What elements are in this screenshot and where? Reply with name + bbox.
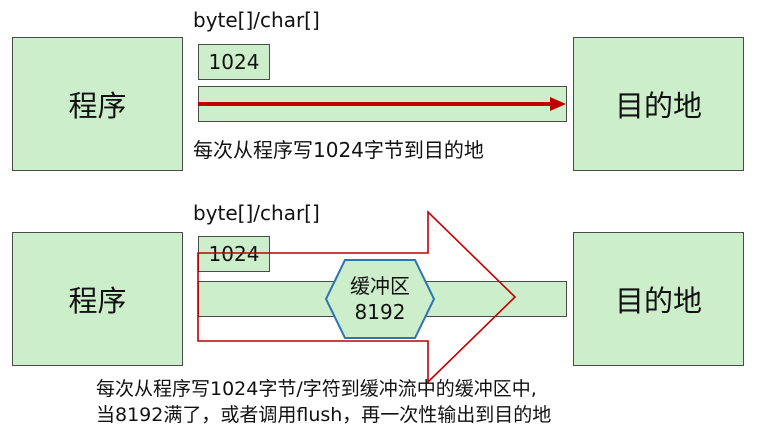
top-destination-box: 目的地 [573, 37, 744, 171]
top-caption: 每次从程序写1024字节到目的地 [193, 138, 484, 162]
bottom-program-label: 程序 [68, 284, 127, 318]
top-chunk-box: 1024 [198, 44, 270, 80]
bottom-caption-line1: 每次从程序写1024字节/字符到缓冲流中的缓冲区中, [96, 378, 537, 400]
bottom-chunk-box: 1024 [198, 236, 270, 272]
top-red-arrowhead [550, 97, 566, 111]
buffer-hexagon [324, 259, 436, 339]
top-program-label: 程序 [68, 89, 127, 123]
top-chunk-label: 1024 [208, 50, 260, 74]
bottom-program-box: 程序 [12, 232, 183, 366]
buffer-size: 8192 [354, 300, 406, 324]
bottom-caption-line2: 当8192满了，或者调用flush，再一次性输出到目的地 [96, 404, 552, 426]
buffer-text: 缓冲区 8192 [326, 273, 434, 325]
bottom-type-label: byte[]/char[] [193, 201, 320, 225]
top-program-box: 程序 [12, 37, 183, 171]
buffer-flow-arrow [197, 210, 517, 384]
bottom-chunk-label: 1024 [208, 242, 260, 266]
bottom-destination-box: 目的地 [573, 232, 744, 366]
top-destination-label: 目的地 [614, 89, 702, 123]
bottom-destination-label: 目的地 [614, 284, 702, 318]
buffer-label: 缓冲区 [350, 274, 410, 298]
top-type-label: byte[]/char[] [193, 8, 320, 32]
